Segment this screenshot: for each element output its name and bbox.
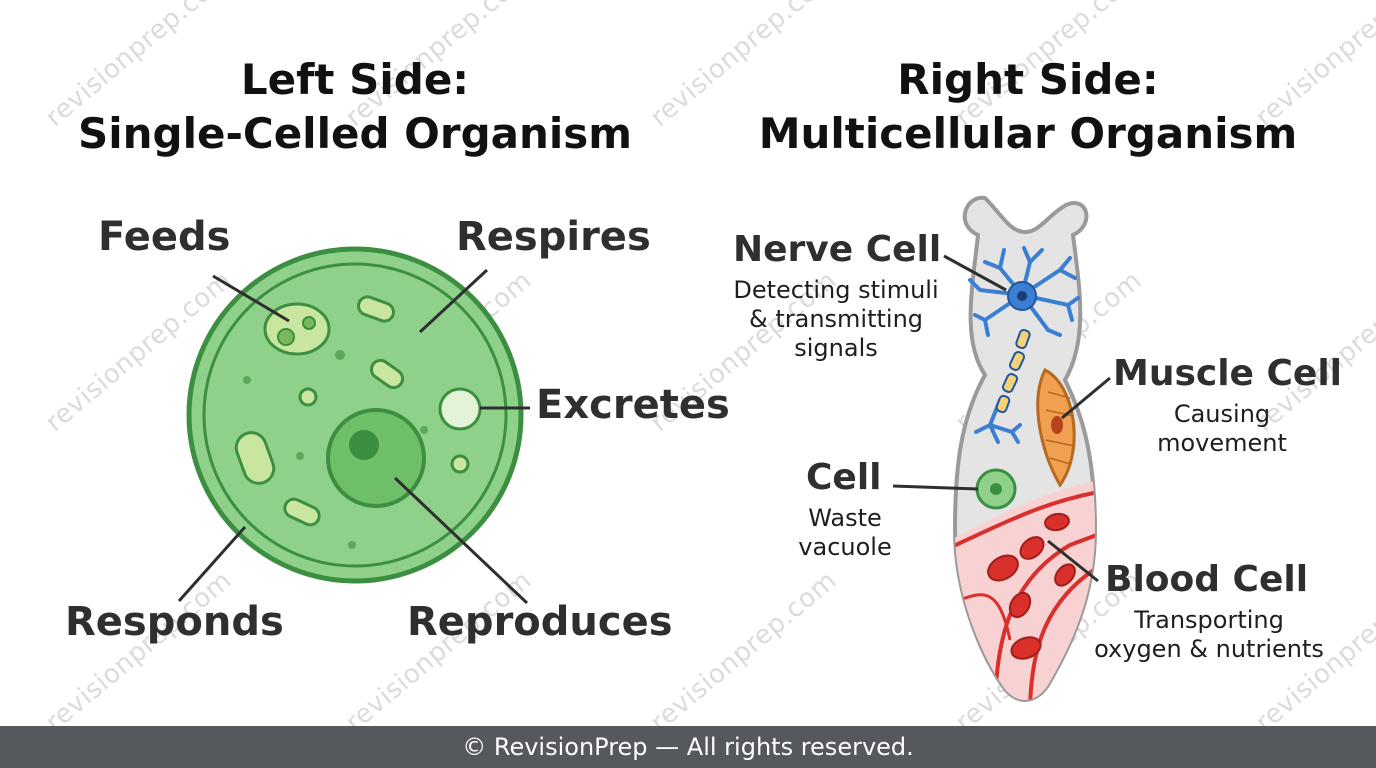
label-excretes: Excretes: [536, 382, 730, 428]
muscle-cell: [1036, 367, 1076, 488]
nerve-desc-line: & transmitting: [748, 305, 924, 333]
multicellular-organism: [892, 195, 1111, 702]
right-panel-title: Right Side: Multicellular Organism: [690, 53, 1366, 161]
mitochondria: [234, 295, 405, 527]
label-muscle-cell: Muscle Cell: [1113, 353, 1343, 394]
small-vesicle: [298, 387, 318, 407]
muscle-desc-line: movement: [1157, 429, 1287, 457]
blood-desc-line: Transporting: [1134, 606, 1284, 634]
left-title-line1: Left Side:: [240, 55, 470, 104]
label-feeds: Feeds: [98, 214, 231, 260]
nerve-cell-description: Detecting stimuli & transmitting signals: [722, 276, 950, 363]
small-vesicle: [450, 454, 470, 474]
label-responds: Responds: [65, 599, 284, 645]
left-leader-lines: [177, 268, 530, 605]
granules: [243, 350, 428, 549]
label-cell: Cell: [806, 457, 882, 498]
cell-inner-membrane: [202, 262, 508, 568]
single-celled-organism: [177, 246, 530, 605]
right-title-line1: Right Side:: [897, 55, 1159, 104]
label-nerve-cell: Nerve Cell: [733, 229, 942, 270]
cell-desc-line: vacuole: [798, 533, 892, 561]
nerve-desc-line: signals: [794, 334, 878, 362]
nerve-cell: [968, 246, 1080, 444]
left-panel-title: Left Side: Single-Celled Organism: [20, 53, 690, 161]
red-blood-cells: [987, 512, 1076, 660]
label-blood-cell: Blood Cell: [1105, 559, 1309, 600]
cell-description: Waste vacuole: [780, 504, 910, 562]
waste-vacuole-nucleus: [990, 483, 1002, 495]
contractile-vacuole: [438, 387, 482, 431]
right-title-line2: Multicellular Organism: [758, 109, 1298, 158]
nerve-desc-line: Detecting stimuli: [733, 276, 939, 304]
label-respires: Respires: [456, 214, 651, 260]
diagram-artwork: [177, 195, 1111, 702]
copyright-footer: © RevisionPrep — All rights reserved.: [0, 726, 1376, 768]
cell-desc-line: Waste: [808, 504, 882, 532]
blood-cell-description: Transporting oxygen & nutrients: [1076, 606, 1342, 664]
muscle-cell-description: Causing movement: [1122, 400, 1322, 458]
left-title-line2: Single-Celled Organism: [77, 109, 633, 158]
right-leader-lines: [892, 254, 1111, 583]
nucleolus: [349, 430, 379, 460]
muscle-desc-line: Causing: [1173, 400, 1271, 428]
blood-desc-line: oxygen & nutrients: [1094, 635, 1324, 663]
label-reproduces: Reproduces: [407, 599, 673, 645]
